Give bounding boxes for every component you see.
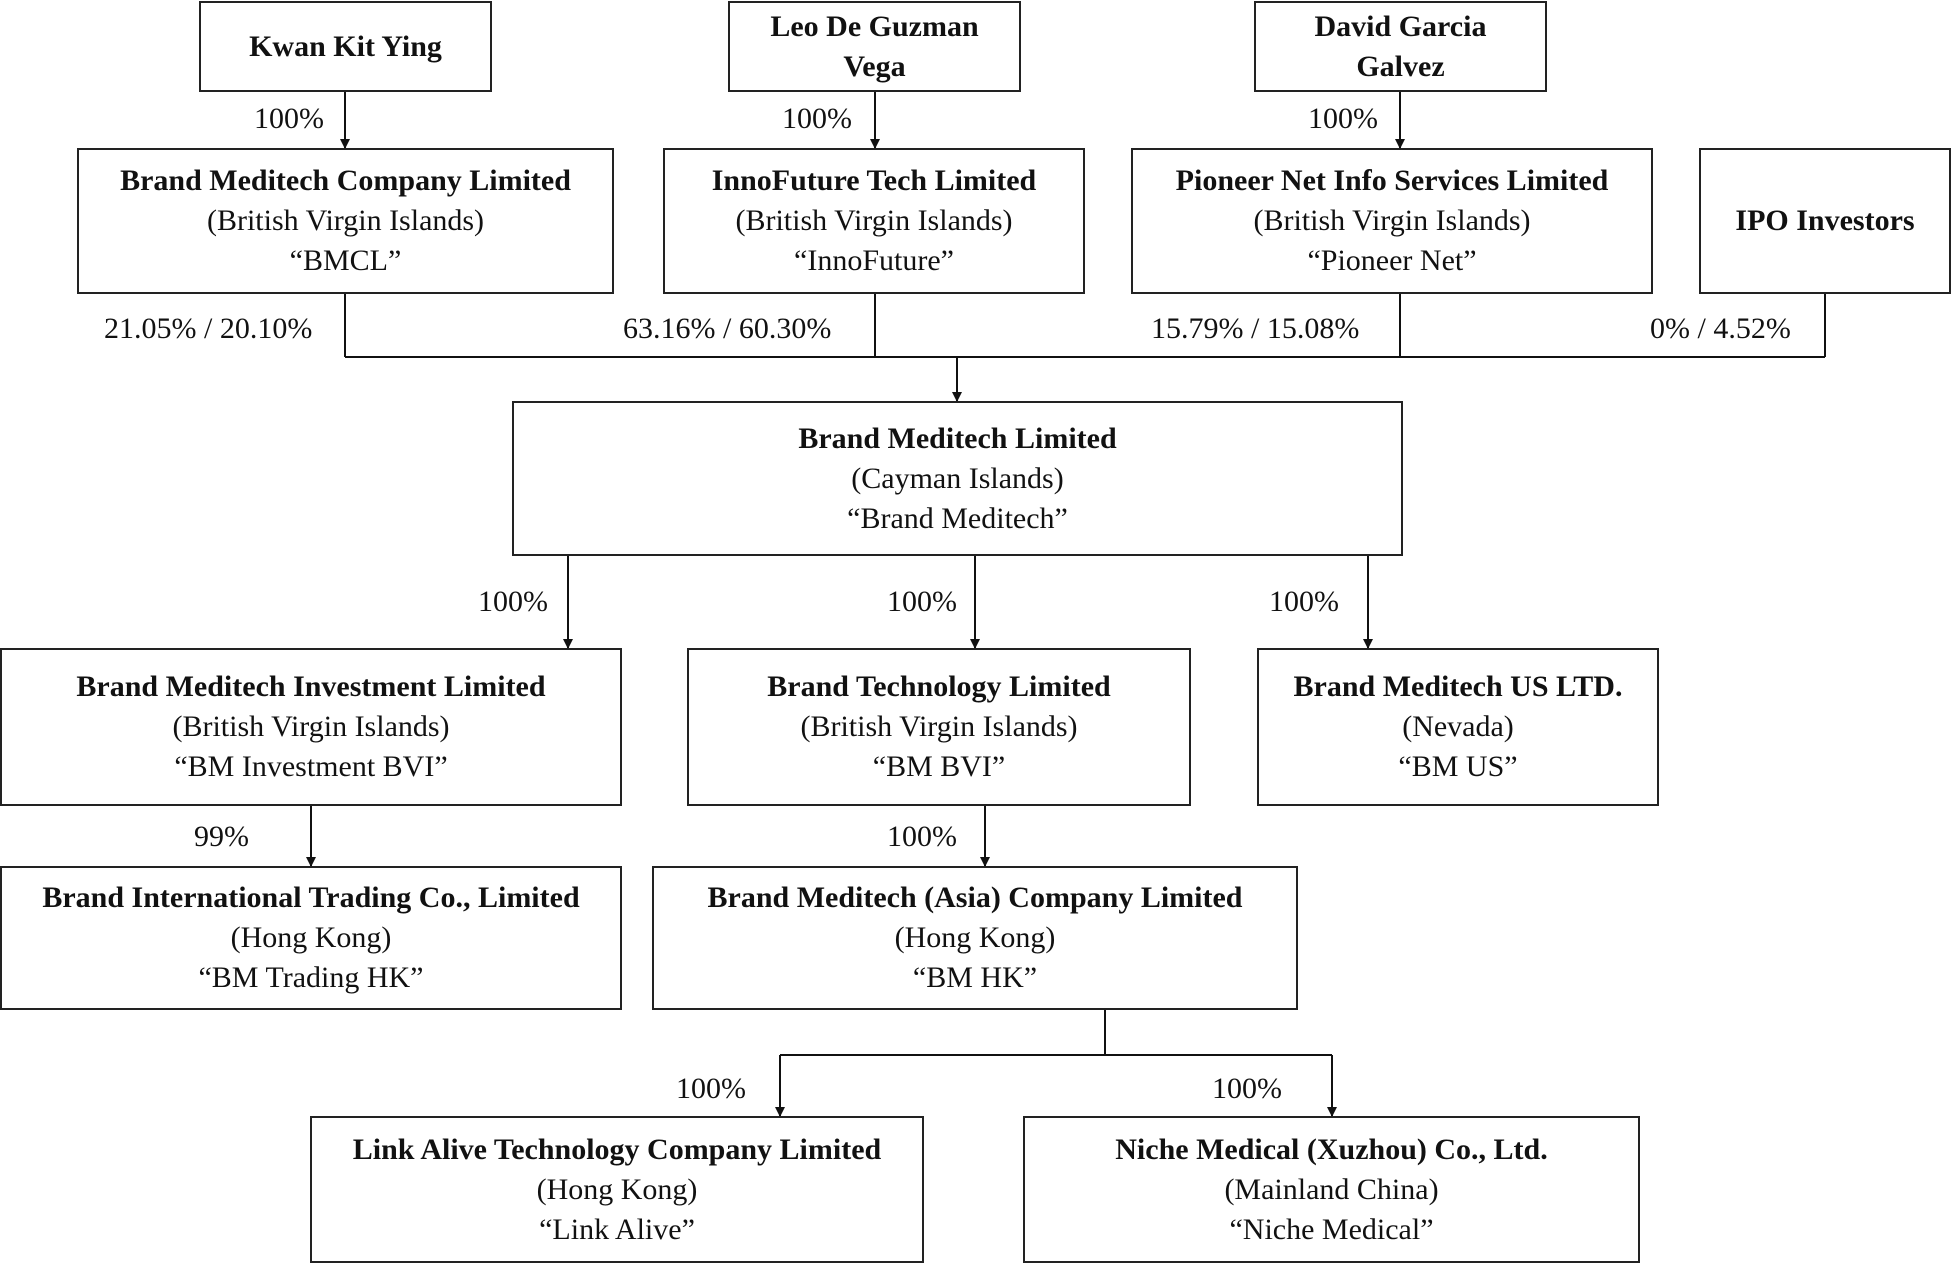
holdco-pioneer-net: Pioneer Net Info Services Limited (Briti… bbox=[1131, 148, 1653, 294]
entity-name: Brand Technology Limited bbox=[767, 670, 1111, 703]
owner-name: Kwan Kit Ying bbox=[249, 29, 442, 63]
sub-bm-hk: Brand Meditech (Asia) Company Limited (H… bbox=[652, 866, 1298, 1010]
entity-alias: “BM Investment BVI” bbox=[174, 750, 448, 783]
entity-alias: “BMCL” bbox=[289, 244, 402, 277]
entity-jurisdiction: (Cayman Islands) bbox=[851, 461, 1064, 495]
entity-jurisdiction: (British Virgin Islands) bbox=[1253, 204, 1531, 237]
entity-name: Brand Meditech Investment Limited bbox=[76, 670, 546, 703]
owner-david-garcia-galvez: David Garcia Galvez bbox=[1254, 1, 1547, 92]
entity-alias: “BM HK” bbox=[912, 961, 1038, 994]
entity-jurisdiction: (British Virgin Islands) bbox=[800, 710, 1078, 743]
pct-kwan-bmcl: 100% bbox=[254, 102, 324, 135]
entity-name: InnoFuture Tech Limited bbox=[711, 164, 1037, 197]
entity-name: IPO Investors bbox=[1735, 204, 1915, 237]
entity-name: Brand Meditech Company Limited bbox=[120, 164, 571, 197]
holdco-bmcl: Brand Meditech Company Limited (British … bbox=[77, 148, 614, 294]
entity-alias: “BM US” bbox=[1398, 750, 1518, 783]
entity-alias: “InnoFuture” bbox=[794, 244, 954, 277]
entity-name: Brand Meditech (Asia) Company Limited bbox=[707, 881, 1243, 914]
entity-name: Pioneer Net Info Services Limited bbox=[1175, 164, 1609, 197]
entity-jurisdiction: (Hong Kong) bbox=[230, 921, 392, 954]
entity-name: Brand International Trading Co., Limited bbox=[42, 881, 580, 914]
entity-alias: “Link Alive” bbox=[539, 1212, 695, 1246]
entity-name: Brand Meditech Limited bbox=[798, 421, 1117, 455]
entity-jurisdiction: (Mainland China) bbox=[1224, 1172, 1439, 1206]
entity-name: Niche Medical (Xuzhou) Co., Ltd. bbox=[1115, 1132, 1548, 1166]
entity-jurisdiction: (British Virgin Islands) bbox=[172, 710, 450, 743]
sub-bm-us: Brand Meditech US LTD. (Nevada) “BM US” bbox=[1257, 648, 1659, 806]
entity-jurisdiction: (Hong Kong) bbox=[894, 921, 1056, 954]
pct-bmcl-parent: 21.05% / 20.10% bbox=[104, 312, 313, 345]
entity-jurisdiction: (Hong Kong) bbox=[536, 1172, 698, 1206]
pct-parent-investment: 100% bbox=[478, 585, 548, 618]
owner-name-line2: Vega bbox=[843, 49, 906, 83]
entity-alias: “Niche Medical” bbox=[1229, 1212, 1434, 1246]
entity-alias: “Pioneer Net” bbox=[1307, 244, 1477, 277]
entity-jurisdiction: (Nevada) bbox=[1402, 710, 1514, 743]
owner-name-line2: Galvez bbox=[1356, 49, 1445, 83]
owner-name-line1: David Garcia bbox=[1314, 9, 1487, 43]
sub-bm-trading-hk: Brand International Trading Co., Limited… bbox=[0, 866, 622, 1010]
pct-leo-innofuture: 100% bbox=[782, 102, 852, 135]
entity-jurisdiction: (British Virgin Islands) bbox=[735, 204, 1013, 237]
sub-bm-investment-bvi: Brand Meditech Investment Limited (Briti… bbox=[0, 648, 622, 806]
sub-link-alive: Link Alive Technology Company Limited (H… bbox=[310, 1116, 924, 1263]
holdco-innofuture: InnoFuture Tech Limited (British Virgin … bbox=[663, 148, 1085, 294]
pct-investment-trading: 99% bbox=[194, 820, 249, 853]
owner-name-line1: Leo De Guzman bbox=[770, 9, 979, 43]
parent-brand-meditech-limited: Brand Meditech Limited (Cayman Islands) … bbox=[512, 401, 1403, 556]
pct-asia-niche: 100% bbox=[1212, 1072, 1282, 1105]
sub-bm-bvi: Brand Technology Limited (British Virgin… bbox=[687, 648, 1191, 806]
pct-parent-us: 100% bbox=[1269, 585, 1339, 618]
pct-pioneer-parent: 15.79% / 15.08% bbox=[1151, 312, 1360, 345]
owner-leo-de-guzman-vega: Leo De Guzman Vega bbox=[728, 1, 1021, 92]
pct-david-pioneer: 100% bbox=[1308, 102, 1378, 135]
entity-name: Brand Meditech US LTD. bbox=[1293, 670, 1623, 703]
pct-innofuture-parent: 63.16% / 60.30% bbox=[623, 312, 832, 345]
pct-ipo-parent: 0% / 4.52% bbox=[1650, 312, 1791, 345]
sub-niche-medical: Niche Medical (Xuzhou) Co., Ltd. (Mainla… bbox=[1023, 1116, 1640, 1263]
pct-asia-linkalive: 100% bbox=[676, 1072, 746, 1105]
entity-jurisdiction: (British Virgin Islands) bbox=[206, 204, 485, 237]
entity-alias: “BM Trading HK” bbox=[198, 961, 424, 994]
pct-parent-technology: 100% bbox=[887, 585, 957, 618]
pct-technology-asia: 100% bbox=[887, 820, 957, 853]
entity-alias: “BM BVI” bbox=[872, 750, 1006, 783]
holdco-ipo-investors: IPO Investors bbox=[1699, 148, 1951, 294]
owner-kwan-kit-ying: Kwan Kit Ying bbox=[199, 1, 492, 92]
entity-alias: “Brand Meditech” bbox=[847, 501, 1068, 535]
entity-name: Link Alive Technology Company Limited bbox=[352, 1132, 882, 1166]
